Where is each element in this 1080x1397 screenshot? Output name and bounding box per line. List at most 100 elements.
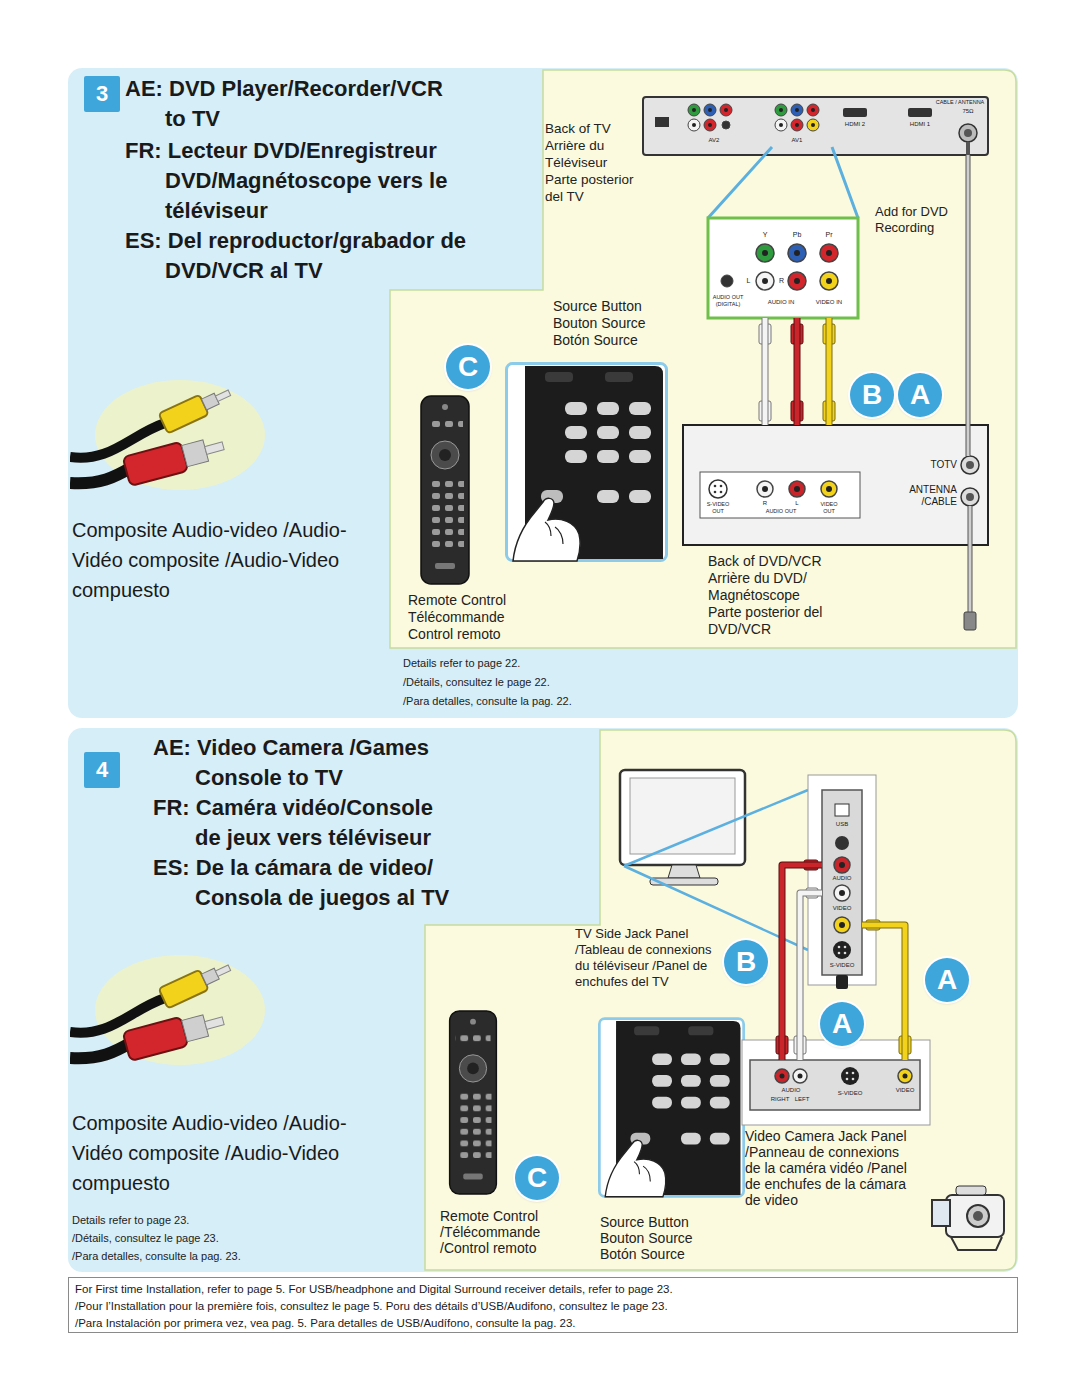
- jack-label: Pb: [789, 231, 805, 239]
- dvd-rear-panel-drawing: [961, 456, 979, 474]
- tv-side-jack-drawing: [808, 775, 876, 985]
- jack-panel-detail-drawing: [762, 250, 768, 256]
- tv-rear-panel-drawing: [643, 97, 988, 155]
- tv-side-jack-drawing: [822, 790, 862, 975]
- step-letter-circle: B: [724, 940, 768, 984]
- dvd-rear-panel-drawing: [961, 488, 979, 506]
- tv-rear-panel-drawing: [688, 119, 700, 131]
- dvd-rear-panel-drawing: [826, 486, 832, 492]
- tv-side-jack-drawing: [838, 952, 841, 955]
- jack-label: S-VIDEO OUT: [702, 501, 734, 514]
- camcorder-icon: [973, 1211, 983, 1221]
- jack-label: 75Ω: [958, 108, 978, 115]
- remote-detail: Source Button Bouton Source Botón Source: [598, 1010, 745, 1205]
- cable: [829, 318, 830, 425]
- dvd-rear-panel-drawing: [720, 491, 723, 494]
- connector-label: ANTENNA /CABLE: [895, 484, 957, 508]
- jack-panel-detail-drawing: [762, 278, 768, 284]
- connector-label: TOTV: [900, 459, 957, 471]
- cable-outline: [862, 925, 905, 1060]
- section-panel: AE: Video Camera /Games Console to TVFR:…: [68, 728, 1018, 1272]
- section-heading: ES: De la cámara de video/ Consola de ju…: [153, 853, 463, 913]
- dvd-rear-panel-drawing: [683, 425, 988, 545]
- camera-jack-drawing: [852, 1078, 855, 1081]
- page-reference: Details refer to page 22.: [403, 656, 723, 670]
- camcorder-icon: [932, 1186, 1004, 1250]
- tv-side-jack-drawing: [844, 946, 847, 949]
- camcorder-icon: [951, 1237, 1002, 1250]
- remote-control-drawing: [507, 364, 667, 562]
- jack-label: AUDIO: [822, 875, 862, 882]
- tv-side-jack-drawing: [839, 890, 845, 896]
- remote-control: Remote Control Télécommande Control remo…: [418, 395, 472, 585]
- jack-panel-detail-drawing: [788, 272, 806, 290]
- tv-rear-panel-drawing: [779, 108, 783, 112]
- section-background: [68, 728, 1018, 1272]
- jack-panel-detail-drawing: [820, 244, 838, 262]
- tv-side-jack-drawing: [838, 946, 841, 949]
- tv-rear-panel-drawing: [643, 97, 988, 155]
- step-letter: C: [527, 1161, 547, 1195]
- step-number: 4: [96, 757, 108, 783]
- detail-callout-line: [708, 147, 858, 218]
- jack-label: HDMI 2: [841, 121, 869, 128]
- page-reference: /Détails, consultez le page 22.: [403, 675, 723, 689]
- tv-side-jack-drawing: [833, 941, 851, 959]
- section-background: [68, 68, 1018, 718]
- cable-outline: [826, 318, 833, 425]
- jack-label: VIDEO IN: [814, 299, 844, 306]
- remote-control-drawing: [599, 1019, 743, 1197]
- device-caption: Remote Control /Télécommande /Control re…: [440, 1208, 565, 1256]
- step-number: 3: [96, 81, 108, 107]
- camcorder-icon: [967, 1205, 989, 1227]
- note-label: Add for DVD Recording: [875, 204, 960, 236]
- section-background: [425, 730, 1016, 1270]
- dvd-rear-panel-drawing: [966, 461, 974, 469]
- tv-side-jack-drawing: [839, 862, 845, 868]
- button-caption: Source Button Bouton Source Botón Source: [553, 298, 668, 349]
- dvd-rear-panel-drawing: [794, 486, 800, 492]
- jack-panel-detail-drawing: [794, 250, 800, 256]
- dvd-rear-panel-drawing: [700, 472, 860, 518]
- tv-side-jack-drawing: [808, 775, 876, 989]
- jack-label: VIDEO OUT: [815, 501, 843, 514]
- cable-core: [763, 318, 768, 425]
- remote-control-drawing: [421, 396, 469, 584]
- rca-plug: [759, 318, 835, 425]
- cable-core: [795, 318, 800, 425]
- panel-caption: TV Side Jack Panel /Tableau de connexion…: [575, 926, 720, 990]
- step-letter-circle: A: [898, 373, 942, 417]
- cable-outline: [794, 318, 801, 425]
- device-caption: Back of DVD/VCR Arrière du DVD/ Magnétos…: [708, 553, 831, 638]
- jack-label: AV2: [700, 137, 728, 144]
- tv-side-jack-drawing: [835, 804, 849, 816]
- jack-label: AUDIO OUT (DIGITAL): [711, 294, 745, 307]
- panel-caption: Back of TV Arrière du Téléviseur Parte p…: [545, 120, 640, 205]
- detail-callout-line: [708, 147, 858, 218]
- dvd-rear-panel-drawing: [720, 485, 723, 488]
- jack-panel-detail-drawing: [756, 272, 774, 290]
- tv-rear-panel-drawing: [795, 108, 799, 112]
- camcorder-icon: [956, 1186, 986, 1195]
- cable: [800, 893, 822, 1060]
- tv-side-jack-drawing: [844, 952, 847, 955]
- tv-rear-panel-drawing: [692, 123, 696, 127]
- jack-panel-detail-drawing: [820, 272, 838, 290]
- camera-jack-drawing: [750, 1060, 920, 1110]
- jack-label: S-VIDEO: [832, 1090, 868, 1097]
- jack-label: RIGHT: [768, 1096, 792, 1103]
- tv-side-jack-panel: TV Side Jack Panel /Tableau de connexion…: [822, 790, 862, 975]
- camera-jack-drawing: [775, 1069, 789, 1083]
- dvd-rear-panel-drawing: [968, 506, 973, 612]
- jack-panel-detail-drawing: [708, 218, 858, 318]
- section-background: [68, 68, 1018, 1272]
- jack-label: L: [792, 500, 802, 507]
- tv-rear-panel-drawing: [779, 123, 783, 127]
- cable-type-caption: Composite Audio-video /Audio-Vidéo compo…: [72, 515, 352, 605]
- tv-icon: [620, 770, 745, 865]
- dvd-rear-panel-drawing: [714, 491, 717, 494]
- cable: [782, 865, 822, 1060]
- tv-rear-panel-drawing: [791, 119, 803, 131]
- step-letter: C: [458, 350, 478, 384]
- tv-rear-panel-drawing: [708, 108, 712, 112]
